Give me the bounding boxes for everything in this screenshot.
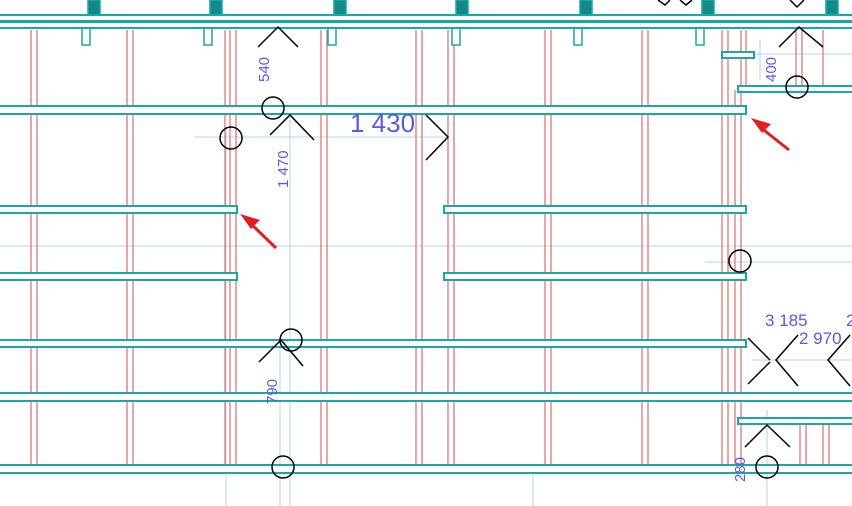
dimension-arrow-symbols	[257, 0, 851, 448]
dimension-1470: 1 470	[275, 150, 292, 188]
dimension-3185: 3 185	[765, 311, 808, 330]
annotation-arrow-icon	[240, 214, 278, 250]
dimension-280: 280	[732, 457, 749, 482]
dimension-400: 400	[763, 57, 780, 82]
dimension-540: 540	[256, 57, 273, 82]
annotation-arrow-icon	[751, 118, 790, 152]
dimension-partial: 2	[846, 311, 852, 330]
dimension-1430: 1 430	[350, 108, 415, 138]
dimension-790: 790	[264, 379, 281, 404]
beams	[0, 14, 852, 474]
construction-lines	[0, 40, 852, 506]
annotation-arrows	[240, 118, 790, 250]
dimension-2970: 2 970	[799, 329, 842, 348]
node-markers	[219, 75, 809, 479]
